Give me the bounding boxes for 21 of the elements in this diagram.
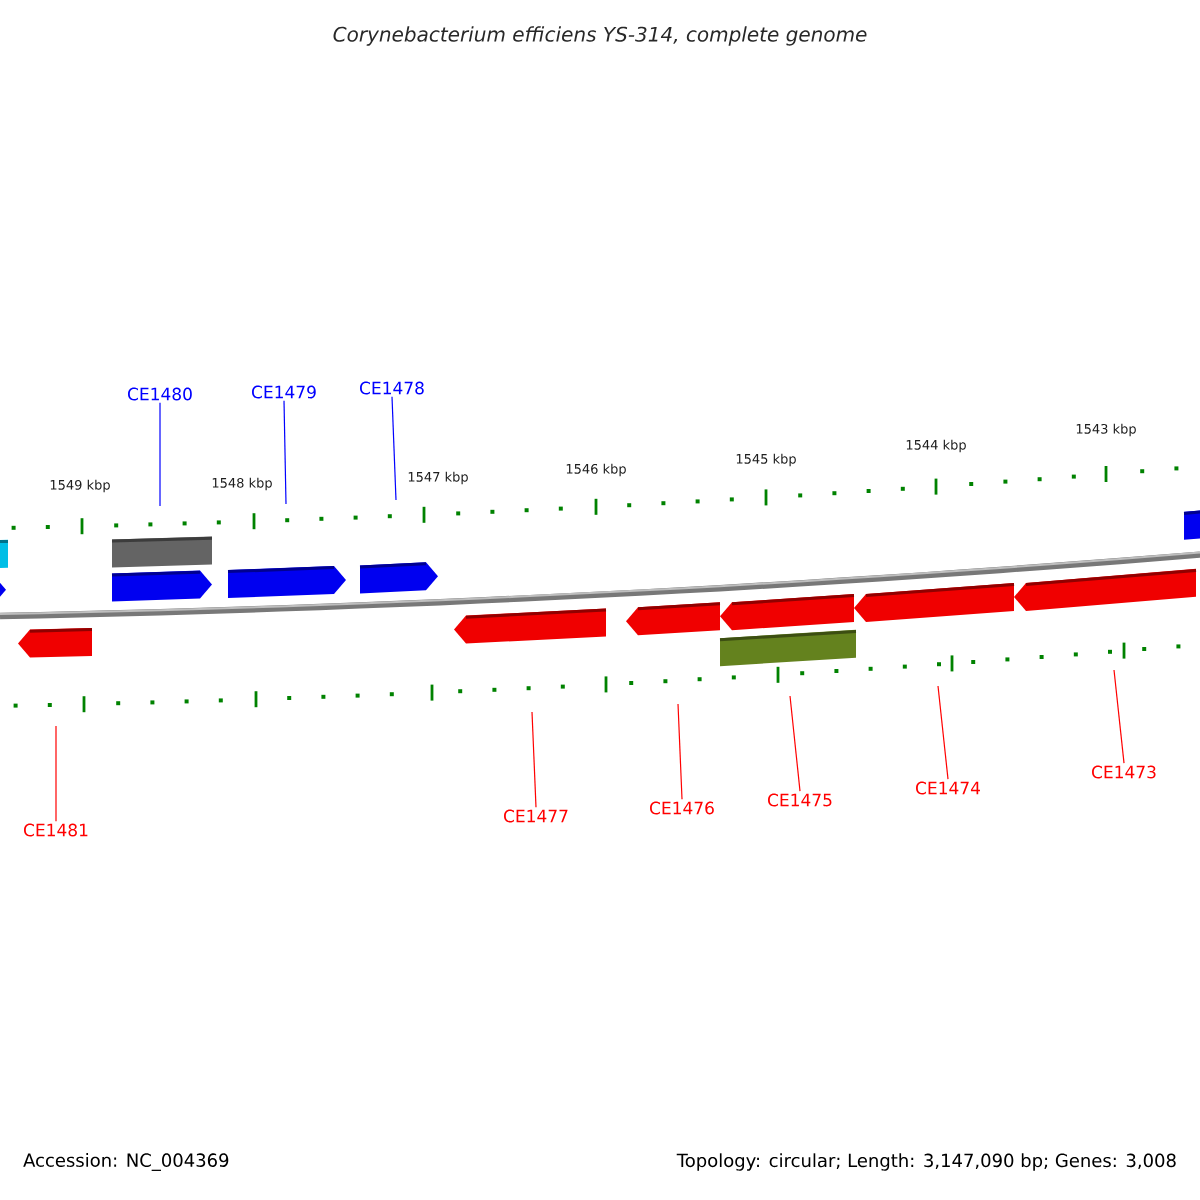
leader-line	[55, 725, 57, 822]
leader-line	[531, 711, 537, 808]
gene-label: CE1478	[360, 381, 424, 395]
footer-text: Accession: NC_004369	[23, 1153, 229, 1171]
leader-line	[391, 396, 397, 501]
gene-label: CE1477	[504, 809, 568, 823]
gene-label: CE1479	[252, 385, 316, 399]
gene-label: CE1476	[650, 801, 714, 815]
gene-label: CE1480	[128, 387, 192, 401]
gene-label: CE1481	[24, 823, 88, 837]
footer-text: Topology: circular; Length: 3,147,090 bp; Genes: 3,008	[676, 1153, 1176, 1171]
leader-line	[937, 685, 949, 780]
gene-label: CE1474	[916, 781, 980, 795]
title: Corynebacterium efficiens YS-314, complete genome	[333, 26, 867, 46]
leader-line	[283, 400, 287, 505]
leader-line	[677, 703, 683, 800]
gene-label: CE1475	[768, 793, 832, 807]
leader-line	[1113, 669, 1125, 764]
leader-line	[159, 402, 161, 507]
gene-label: CE1473	[1092, 765, 1156, 779]
leader-line	[789, 695, 801, 792]
